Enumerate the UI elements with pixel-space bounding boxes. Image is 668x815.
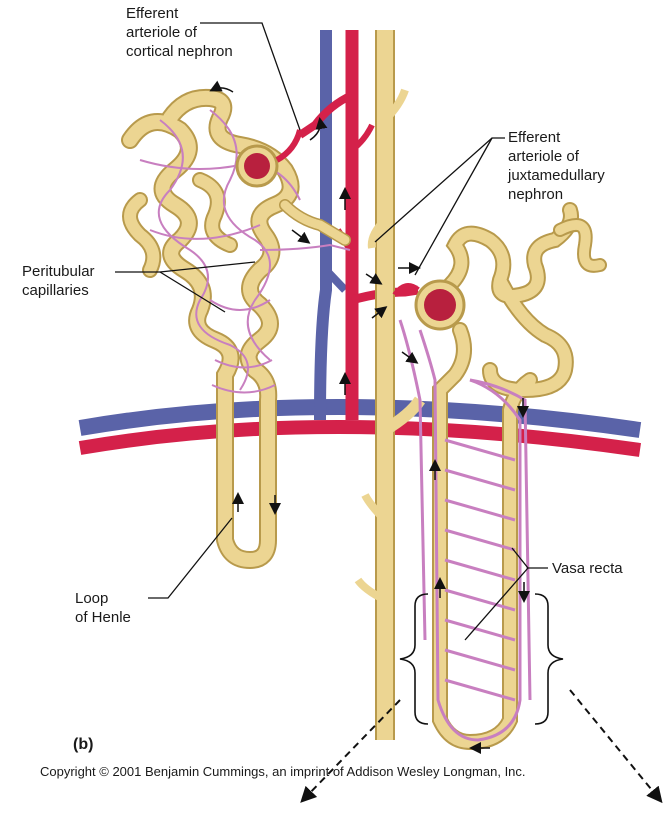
panel-label: (b) xyxy=(73,736,93,754)
label-loop-of-henle: Loop of Henle xyxy=(75,589,131,627)
label-peritubular-capillaries: Peritubular capillaries xyxy=(22,262,95,300)
label-efferent-juxtamedullary: Efferent arteriole of juxtamedullary nep… xyxy=(508,128,605,204)
arcuate-artery xyxy=(80,427,640,450)
copyright-text: Copyright © 2001 Benjamin Cummings, an i… xyxy=(40,764,526,779)
label-efferent-cortical: Efferent arteriole of cortical nephron xyxy=(126,4,233,61)
label-vasa-recta: Vasa recta xyxy=(552,559,623,578)
